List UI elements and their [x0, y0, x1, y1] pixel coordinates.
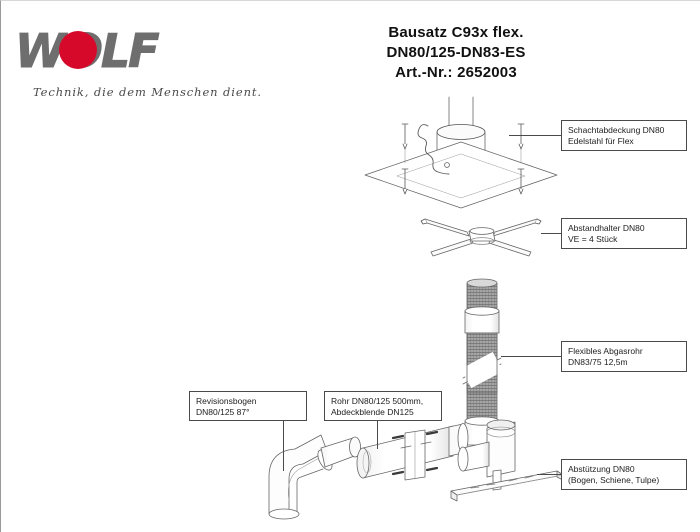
leader-flexrohr	[501, 356, 561, 357]
callout-rohr-line-2: Abdeckblende DN125	[331, 407, 414, 417]
callout-abstuetzung-line-1: Abstützung DN80	[568, 464, 635, 474]
callout-schachtabdeckung-line-2: Edelstahl für Flex	[568, 136, 634, 146]
drawing-rohr-500	[356, 423, 469, 481]
callout-abstuetzung: Abstützung DN80 (Bogen, Schiene, Tulpe)	[561, 459, 687, 490]
callout-abstuetzung-line-2: (Bogen, Schiene, Tulpe)	[568, 475, 660, 485]
drawing-bottom-assembly	[268, 419, 564, 520]
callout-abstandhalter: Abstandhalter DN80 VE = 4 Stück	[561, 218, 687, 249]
leader-schachtabdeckung	[509, 135, 561, 136]
drawing-abstuetzung	[450, 419, 564, 502]
logo-red-circle-icon	[59, 31, 97, 69]
leader-abstandhalter	[541, 233, 561, 234]
leader-abstuetzung	[537, 474, 561, 475]
callout-schachtabdeckung: Schachtabdeckung DN80 Edelstahl für Flex	[561, 120, 687, 151]
leader-revisionsbogen	[283, 421, 284, 471]
logo-tagline: Technik, die dem Menschen dient.	[33, 85, 262, 99]
callout-revisionsbogen: Revisionsbogen DN80/125 87°	[189, 391, 307, 421]
drawing-abstandhalter	[420, 218, 542, 257]
callout-abstandhalter-line-2: VE = 4 Stück	[568, 234, 618, 244]
callout-flexrohr-line-1: Flexibles Abgasrohr	[568, 346, 643, 356]
callout-schachtabdeckung-line-1: Schachtabdeckung DN80	[568, 125, 665, 135]
callout-abstandhalter-line-1: Abstandhalter DN80	[568, 223, 645, 233]
title-line-3: Art.-Nr.: 2652003	[395, 64, 517, 81]
callout-flexrohr: Flexibles Abgasrohr DN83/75 12,5m	[561, 341, 687, 372]
wolf-logo: WOLF Technik, die dem Menschen dient.	[15, 23, 262, 113]
leader-rohr	[377, 421, 378, 449]
callout-revisionsbogen-line-1: Revisionsbogen	[196, 396, 257, 406]
title-line-1: Bausatz C93x flex.	[388, 24, 524, 41]
callout-revisionsbogen-line-2: DN80/125 87°	[196, 407, 250, 417]
callout-rohr-line-1: Rohr DN80/125 500mm,	[331, 396, 424, 406]
page-title: Bausatz C93x flex. DN80/125-DN83-ES Art.…	[341, 23, 571, 83]
title-line-2: DN80/125-DN83-ES	[386, 44, 526, 61]
drawing-flexrohr	[460, 278, 504, 446]
drawing-schachtabdeckung	[364, 96, 558, 209]
logo-mark: WOLF	[15, 23, 215, 79]
callout-flexrohr-line-2: DN83/75 12,5m	[568, 357, 628, 367]
callout-rohr: Rohr DN80/125 500mm, Abdeckblende DN125	[324, 391, 442, 421]
